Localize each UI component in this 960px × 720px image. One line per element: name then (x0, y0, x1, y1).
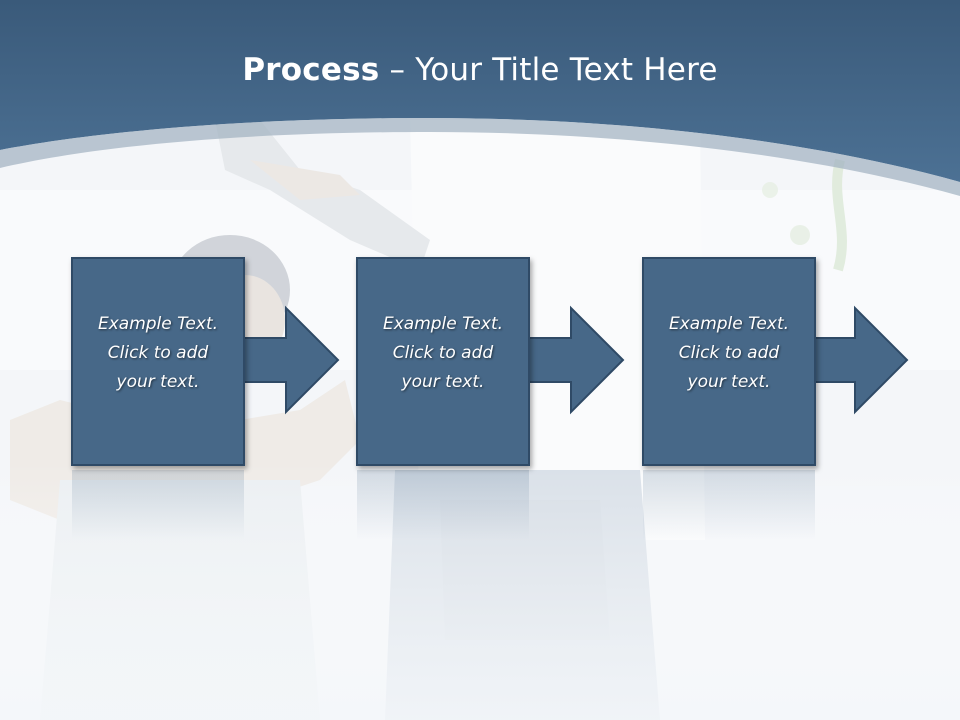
step-text-line: Example Text. (382, 314, 504, 334)
step-text-line: Click to add (107, 343, 209, 363)
step-text: Example Text. Click to add your text. (71, 257, 245, 397)
process-step-1[interactable]: Example Text. Click to add your text. (71, 257, 340, 466)
title-bold: Process (242, 52, 380, 88)
step-box (71, 257, 245, 466)
arrow-right-icon (527, 305, 625, 415)
arrow-right-icon (242, 305, 340, 415)
step-text-line: Example Text. (668, 314, 790, 334)
step-box (642, 257, 816, 466)
process-step-2[interactable]: Example Text. Click to add your text. (356, 257, 625, 466)
process-step-3[interactable]: Example Text. Click to add your text. (642, 257, 909, 466)
step-box (356, 257, 530, 466)
arrow-right-icon (813, 305, 909, 415)
step-text-line: Click to add (678, 343, 780, 363)
step-text-line: Example Text. (97, 314, 219, 334)
step-text-line: Click to add (392, 343, 494, 363)
step-text: Example Text. Click to add your text. (356, 257, 530, 397)
step-text-line: your text. (687, 372, 771, 392)
step-text-line: your text. (401, 372, 485, 392)
step-text-line: your text. (116, 372, 200, 392)
step-text: Example Text. Click to add your text. (642, 257, 816, 397)
title-rest: – Your Title Text Here (379, 52, 718, 88)
slide-title: Process – Your Title Text Here (0, 52, 960, 88)
